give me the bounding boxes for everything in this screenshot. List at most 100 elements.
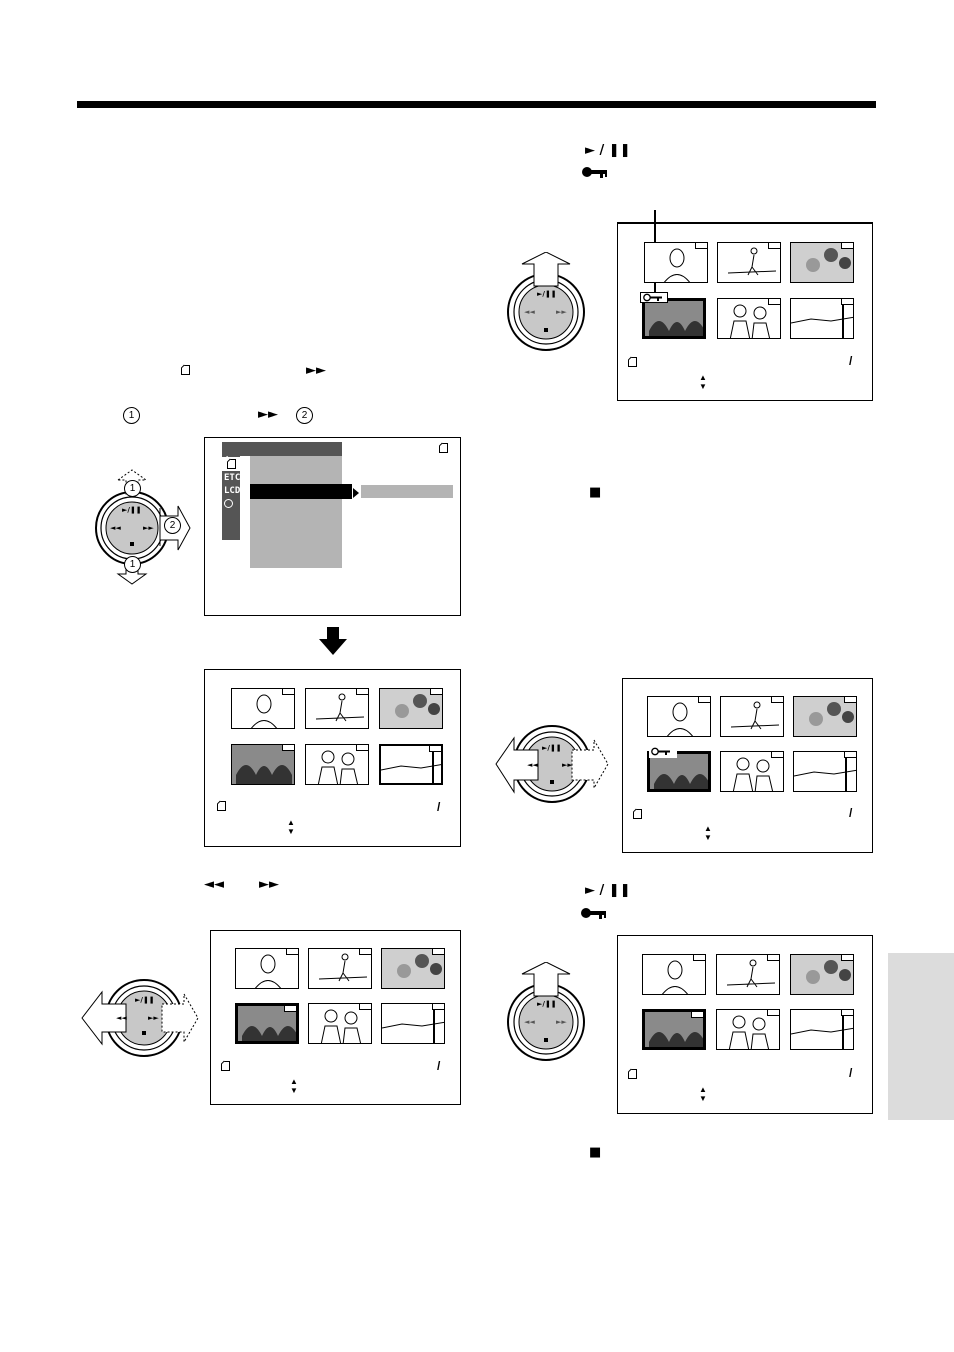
thumbnail-landscape[interactable] (793, 751, 857, 792)
thumbnail-couple[interactable] (717, 298, 781, 339)
circled-1: 1 (123, 407, 140, 424)
header-rule (77, 101, 876, 108)
dial-diagram-1: ►/❚❚ ◄◄ ►► (78, 466, 198, 586)
dial-diagram-2: ►/❚❚ ◄◄ ►► (80, 976, 200, 1060)
svg-text:►►: ►► (562, 761, 573, 769)
card-icon (181, 365, 190, 375)
page-separator: / (437, 800, 441, 814)
svg-text:◄◄: ◄◄ (524, 308, 535, 316)
card-icon (628, 1069, 637, 1079)
svg-text:►►: ►► (148, 1014, 159, 1022)
thumbnail-couple[interactable] (716, 1009, 780, 1050)
menu-item-lcd[interactable]: LCD (224, 486, 241, 496)
thumbnail-group[interactable] (231, 744, 295, 785)
thumbnail-couple[interactable] (308, 1003, 372, 1044)
card-icon (217, 801, 226, 811)
thumbnail-screen-d: / ▲▼ (622, 678, 873, 853)
stop-symbol: ■ (589, 1145, 602, 1160)
dial-diagram-4: ►/❚❚ ◄◄ ►► (494, 722, 614, 806)
thumbnail-couple[interactable] (720, 751, 784, 792)
thumbnail-landscape[interactable] (381, 1003, 445, 1044)
key-icon (649, 747, 677, 758)
thumbnail-children[interactable] (790, 954, 854, 995)
up-down-icon: ▲▼ (699, 373, 707, 391)
menu-title-bar (222, 442, 342, 456)
up-down-icon: ▲▼ (290, 1077, 298, 1095)
submenu-panel (361, 485, 453, 498)
thumbnail-skier[interactable] (717, 242, 781, 283)
thumbnail-portrait[interactable] (642, 954, 706, 995)
menu-panel (250, 456, 342, 568)
circled-2: 2 (296, 407, 313, 424)
thumbnail-landscape[interactable] (790, 1009, 854, 1050)
circled-1: 1 (124, 480, 141, 497)
page-separator: / (849, 354, 853, 368)
dial-diagram-5: ►/❚❚ ◄◄ ►► (504, 961, 594, 1062)
play-pause-symbol: ► / ❚❚ (585, 143, 631, 158)
key-icon (640, 292, 668, 303)
fast-forward-symbol: ►► (259, 877, 279, 892)
thumbnail-skier[interactable] (720, 696, 784, 737)
thumbnail-screen-b: / ▲▼ (210, 930, 461, 1105)
clock-icon[interactable] (224, 499, 233, 508)
svg-text:►►: ►► (556, 308, 567, 316)
menu-item-etc[interactable]: ETC (224, 473, 241, 483)
page-separator: / (849, 1066, 853, 1080)
thumbnail-portrait[interactable] (644, 242, 708, 283)
thumbnail-group[interactable] (642, 1009, 706, 1050)
thumbnail-portrait[interactable] (235, 948, 299, 989)
svg-text:►/❚❚: ►/❚❚ (537, 1000, 557, 1008)
thumbnail-group-protected[interactable] (642, 298, 706, 339)
card-icon (633, 809, 642, 819)
svg-text:◄◄: ◄◄ (524, 1018, 535, 1026)
card-icon (628, 357, 637, 367)
thumbnail-couple[interactable] (305, 744, 369, 785)
thumbnail-skier[interactable] (308, 948, 372, 989)
thumbnail-group[interactable] (235, 1003, 299, 1044)
thumbnail-children[interactable] (379, 688, 443, 729)
thumbnail-screen-e: / ▲▼ (617, 935, 873, 1114)
up-down-icon: ▲▼ (287, 818, 295, 836)
play-pause-symbol: ► / ❚❚ (585, 883, 631, 898)
circled-1: 1 (124, 556, 141, 573)
up-down-icon: ▲▼ (699, 1085, 707, 1103)
thumbnail-screen-a: / ▲▼ (204, 669, 461, 847)
section-tab (888, 953, 954, 1120)
svg-text:◄◄: ◄◄ (110, 524, 121, 532)
thumbnail-children[interactable] (790, 242, 854, 283)
svg-text:►►: ►► (143, 524, 154, 532)
key-icon (582, 165, 608, 183)
thumbnail-children[interactable] (793, 696, 857, 737)
thumbnail-landscape[interactable] (790, 298, 854, 339)
menu-side-bar (222, 456, 240, 540)
svg-text:►/❚❚: ►/❚❚ (542, 744, 562, 752)
up-down-icon: ▲▼ (704, 824, 712, 842)
dial-icon: ►/❚❚ ◄◄ ►► (81, 979, 199, 1057)
fast-forward-symbol: ►► (258, 407, 278, 422)
dial-icon: ►/❚❚ ◄◄ ►► (495, 725, 609, 803)
circled-2: 2 (164, 517, 181, 534)
menu-screen: ETC LCD (204, 437, 461, 616)
thumbnail-portrait[interactable] (231, 688, 295, 729)
thumbnail-skier[interactable] (716, 954, 780, 995)
svg-text:►/❚❚: ►/❚❚ (135, 996, 155, 1004)
dial-icon: ►/❚❚ ◄◄ ►► (507, 251, 585, 351)
rewind-symbol: ◄◄ (204, 877, 224, 892)
svg-text:►/❚❚: ►/❚❚ (537, 290, 557, 298)
card-icon (439, 443, 448, 453)
svg-text:►/❚❚: ►/❚❚ (122, 506, 142, 514)
card-icon (221, 1061, 230, 1071)
card-icon (227, 459, 236, 469)
page-separator: / (849, 806, 853, 820)
dial-diagram-3: ►/❚❚ ◄◄ ►► (504, 251, 594, 352)
down-arrow-icon (319, 627, 347, 660)
thumbnail-skier[interactable] (305, 688, 369, 729)
menu-selection[interactable] (250, 484, 352, 499)
thumbnail-portrait[interactable] (647, 696, 711, 737)
stop-symbol: ■ (589, 485, 602, 500)
dial-icon: ►/❚❚ ◄◄ ►► (95, 469, 191, 585)
thumbnail-landscape[interactable] (379, 744, 443, 785)
thumbnail-children[interactable] (381, 948, 445, 989)
page-separator: / (437, 1059, 441, 1073)
fast-forward-symbol: ►► (306, 363, 326, 378)
